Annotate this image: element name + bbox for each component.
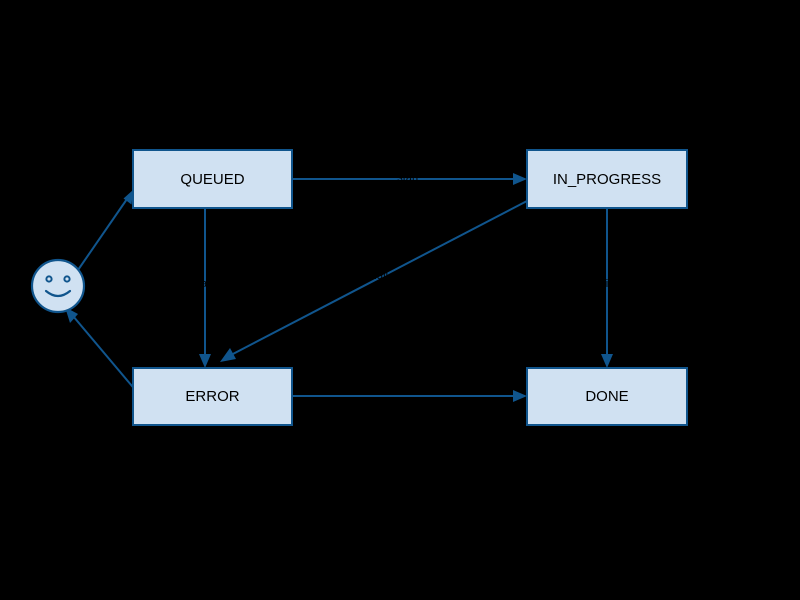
edge-line: [77, 198, 128, 271]
node-queued-box[interactable]: [132, 149, 293, 209]
edge-label-in-progress-to-done: finish: [594, 278, 620, 290]
edge-in-progress-to-error: fail: [220, 200, 528, 362]
smiley-right-eye-icon: [63, 275, 71, 283]
arrowhead-icon: [513, 173, 527, 185]
node-queued-label: QUEUED: [180, 171, 244, 188]
node-error[interactable]: ERROR: [132, 367, 293, 426]
edge-in-progress-to-done: finish: [594, 208, 620, 368]
edge-line: [230, 200, 528, 356]
arrowhead-icon: [123, 190, 133, 205]
edge-label-queued-to-error: fail: [198, 278, 212, 290]
edge-queued-to-error: fail: [198, 208, 212, 368]
arrowhead-icon: [513, 390, 527, 402]
smiley-mouth-icon: [44, 289, 72, 298]
arrowhead-icon: [601, 354, 613, 368]
node-start-smiley[interactable]: [30, 258, 86, 314]
node-in-progress[interactable]: IN_PROGRESS: [526, 149, 688, 209]
node-done-box[interactable]: [526, 367, 688, 426]
edge-error-to-done: [292, 390, 527, 402]
edge-queued-to-in-progress: start: [292, 172, 527, 185]
edge-label-in-progress-to-error: fail: [374, 270, 388, 282]
node-queued[interactable]: QUEUED: [132, 149, 293, 209]
node-in-progress-box[interactable]: [526, 149, 688, 209]
smiley-left-eye-icon: [45, 275, 53, 283]
edge-start-to-queued: [77, 190, 133, 271]
edge-label-queued-to-in-progress: start: [397, 172, 418, 184]
edge-line: [72, 315, 138, 393]
smiley-face-icon[interactable]: [30, 258, 86, 314]
arrowhead-icon: [199, 354, 211, 368]
node-error-label: ERROR: [185, 388, 239, 405]
edge-error-to-start: [65, 307, 138, 393]
node-done[interactable]: DONE: [526, 367, 688, 426]
arrowhead-icon: [220, 348, 236, 362]
node-in-progress-label: IN_PROGRESS: [553, 171, 661, 188]
node-error-box[interactable]: [132, 367, 293, 426]
node-done-label: DONE: [585, 388, 628, 405]
